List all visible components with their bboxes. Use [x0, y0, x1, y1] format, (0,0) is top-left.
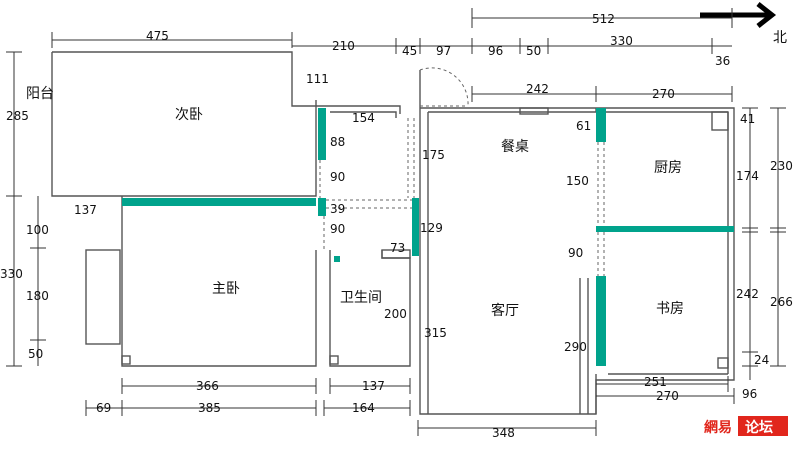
dim-61: 61 [576, 119, 591, 133]
room-bathroom: 卫生间 [340, 290, 382, 306]
dim-111: 111 [306, 72, 329, 86]
room-dining-table: 餐桌 [501, 139, 529, 155]
dim-290: 290 [564, 340, 587, 354]
room-balcony: 阳台 [26, 86, 54, 102]
dim-96-right: 96 [742, 387, 757, 401]
dim-200: 200 [384, 307, 407, 321]
dim-41: 41 [740, 112, 755, 126]
dashed-openings [319, 118, 605, 276]
top-dimension-lines [51, 8, 733, 102]
north-label: 北 [773, 30, 787, 46]
dim-24: 24 [754, 353, 769, 367]
dim-69: 69 [96, 401, 111, 415]
dim-366: 366 [196, 379, 219, 393]
room-kitchen: 厨房 [654, 160, 682, 176]
bottom-dimension-lines [85, 376, 735, 436]
dim-385: 385 [198, 401, 221, 415]
dim-230: 230 [770, 159, 793, 173]
dim-475: 475 [146, 29, 169, 43]
dim-154: 154 [352, 111, 375, 125]
dim-97: 97 [436, 44, 451, 58]
walls [51, 51, 735, 415]
dim-164: 164 [352, 401, 375, 415]
dim-270-top: 270 [652, 87, 675, 101]
dim-150: 150 [566, 174, 589, 188]
dim-90-b: 90 [330, 222, 345, 236]
dim-90-c: 90 [568, 246, 583, 260]
dim-242-top: 242 [526, 82, 549, 96]
room-study: 书房 [656, 301, 684, 317]
partition-walls [122, 108, 734, 366]
room-living: 客厅 [491, 302, 519, 319]
dim-180: 180 [26, 289, 49, 303]
dim-285: 285 [6, 109, 29, 123]
dim-90-a: 90 [330, 170, 345, 184]
dim-210: 210 [332, 39, 355, 53]
dim-36: 36 [715, 54, 730, 68]
dim-512: 512 [592, 12, 615, 26]
dim-100: 100 [26, 223, 49, 237]
dim-39: 39 [330, 202, 345, 216]
netease-forum-watermark: 網易 论坛 [704, 416, 788, 436]
dim-266: 266 [770, 295, 793, 309]
dim-242-right: 242 [736, 287, 759, 301]
dim-315: 315 [424, 326, 447, 340]
room-second-bedroom: 次卧 [175, 107, 203, 123]
dim-45: 45 [402, 44, 417, 58]
dim-175: 175 [422, 148, 445, 162]
north-arrow-icon [700, 2, 777, 28]
dim-137-bottom: 137 [362, 379, 385, 393]
dim-50-left: 50 [28, 347, 43, 361]
dim-96: 96 [488, 44, 503, 58]
dim-174: 174 [736, 169, 759, 183]
room-master-bedroom: 主卧 [212, 281, 240, 297]
watermark-part2: 论坛 [745, 419, 773, 436]
dim-73: 73 [390, 241, 405, 255]
dim-348: 348 [492, 426, 515, 440]
watermark-part1: 網易 [704, 419, 732, 436]
dim-50: 50 [526, 44, 541, 58]
dim-270-bottom: 270 [656, 389, 679, 403]
dim-251: 251 [644, 375, 667, 389]
dim-137-left: 137 [74, 203, 97, 217]
dim-330-left: 330 [0, 267, 23, 281]
dim-129: 129 [420, 221, 443, 235]
dim-330-top: 330 [610, 34, 633, 48]
dim-88: 88 [330, 135, 345, 149]
left-dimension-lines [6, 51, 46, 367]
right-dimension-lines [742, 107, 786, 380]
